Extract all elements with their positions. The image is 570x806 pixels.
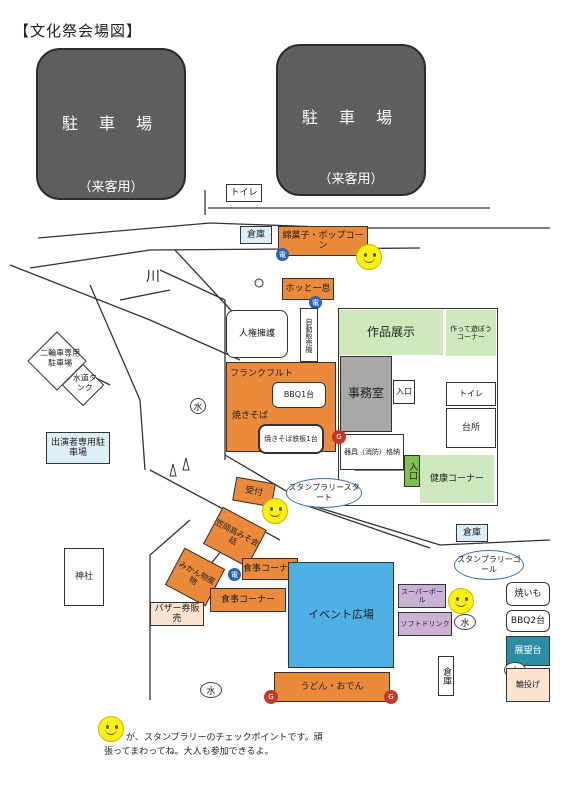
bbq1-station: BBQ1台: [272, 382, 326, 408]
storage-top: 倉庫: [240, 226, 272, 244]
stamp-start-bubble: スタンプラリースタート: [286, 478, 362, 508]
cotton-candy-booth: 綿菓子・ポップコーン: [278, 226, 368, 256]
human-rights-booth: 人権擁護: [226, 310, 288, 358]
stamp-checkpoint-start-icon: [262, 498, 288, 524]
caption-line-1: が、スタンプラリーのチェックポイントです。頑: [126, 733, 323, 743]
water-tank-label: 水道タンク: [72, 373, 97, 393]
gas-icon: G: [332, 430, 346, 444]
udon-oden-booth: うどん・おでん: [274, 672, 390, 702]
entrance-small: 入口: [393, 380, 415, 404]
frankfurt-label: フランクフルト: [230, 369, 294, 379]
shrine: 神社: [64, 548, 104, 606]
toilet-building: トイレ: [446, 382, 496, 406]
stamp-checkpoint-goal-icon: [448, 588, 474, 614]
parking-lot-left-sub: （来客用）: [78, 180, 144, 195]
entrance-green: 入口: [404, 455, 420, 487]
parking-lot-right: 駐 車 場 （来客用）: [276, 44, 426, 196]
phone-icon: 電: [276, 248, 289, 261]
soft-drink-booth: ソフトドリンク: [398, 612, 452, 636]
hotto-booth: ホッと一息: [282, 278, 334, 300]
craft-corner: 作って遊ぼうコーナー: [446, 310, 496, 356]
performer-parking: 出演者専用駐車場: [46, 432, 110, 464]
observation-deck: 展望台: [506, 636, 550, 666]
toilet-top: トイレ: [226, 184, 262, 202]
parking-lot-right-label: 駐 車 場: [301, 108, 401, 127]
parking-lot-left: 駐 車 場 （来客用）: [36, 48, 186, 200]
storage-mid: 倉庫: [456, 524, 488, 542]
water-icon: 水: [454, 614, 476, 630]
ring-toss-booth: 輪投げ: [506, 668, 550, 702]
dining-corner-2: 食事コーナー: [210, 588, 286, 612]
building-outline: [338, 308, 498, 506]
kitchen: 台所: [446, 408, 496, 448]
water-icon: 水: [200, 682, 222, 698]
parking-lot-right-sub: （来客用）: [318, 172, 384, 187]
page-title: 【文化祭会場図】: [14, 22, 143, 40]
super-ball-booth: スーパーボール: [398, 584, 446, 608]
bbq2-station: BBQ2台: [506, 610, 550, 632]
motorcycle-parking-label: 二輪車専用駐車場: [40, 348, 81, 367]
storage-bottom: 倉庫: [438, 656, 454, 696]
caption-smile-icon: [98, 716, 124, 742]
river-label: 川: [146, 269, 160, 285]
caption-line-2: 張ってまわってね。大人も参加できるよ。: [104, 747, 274, 757]
stamp-checkpoint-1-icon: [356, 244, 382, 270]
phone-icon: 電: [228, 568, 241, 581]
yakisoba-label: 焼きそば: [232, 411, 269, 421]
office-room: 事務室: [340, 356, 392, 432]
bazaar-ticket-booth: バザー券販売: [150, 602, 204, 626]
exhibition-room: 作品展示: [339, 310, 443, 355]
parking-lot-left-label: 駐 車 場: [61, 114, 161, 133]
stamp-goal-bubble: スタンプラリーゴール: [454, 550, 524, 580]
vending-machine: 自動販売機: [300, 308, 318, 362]
health-corner: 健康コーナー: [420, 455, 494, 503]
gas-icon: G: [384, 690, 398, 704]
event-plaza: イベント広場: [288, 562, 394, 668]
phone-icon: 電: [309, 296, 322, 309]
yakiimo-booth: 焼いも: [506, 582, 550, 606]
equipment-storage: 器具（消防）格納: [340, 434, 404, 470]
water-icon: 水: [190, 398, 206, 414]
yakisoba-griddle: 焼きそば鉄板1台: [258, 424, 324, 454]
gas-icon: G: [264, 690, 278, 704]
